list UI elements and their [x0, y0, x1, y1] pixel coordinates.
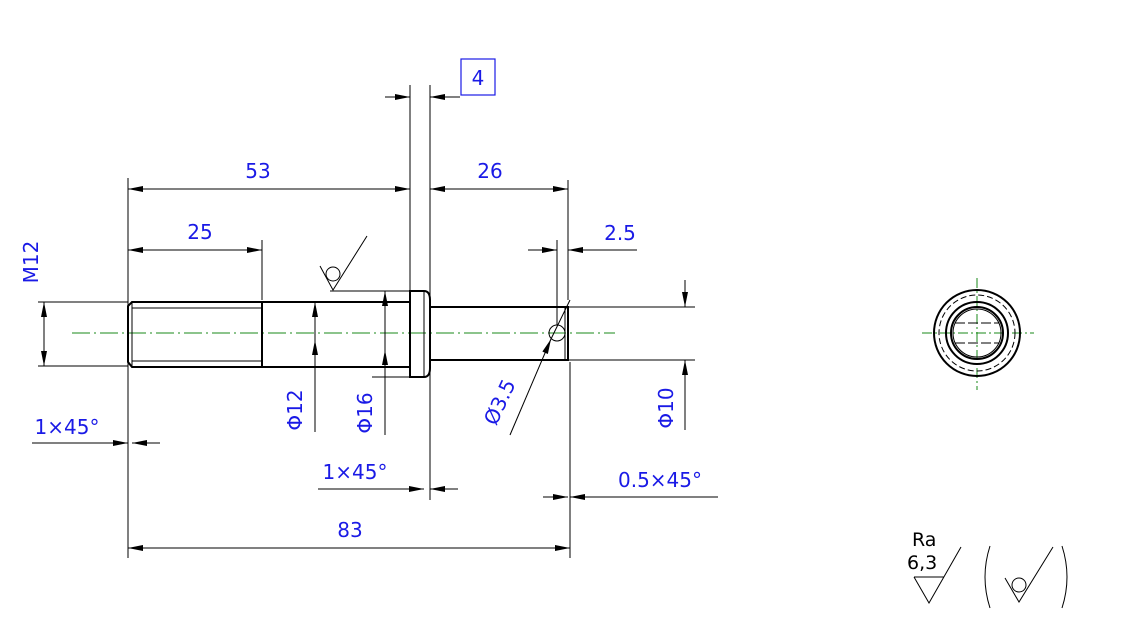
shaft-part — [127, 290, 569, 378]
dim-dia-10: Φ10 — [654, 387, 678, 428]
paren-left — [984, 545, 991, 609]
shank-section — [261, 301, 411, 368]
roughness-value: 6,3 — [907, 552, 937, 574]
dim-dia-16: Φ16 — [353, 392, 377, 433]
roughness-param: Ra — [912, 529, 936, 551]
dim-dia-3-5: Ø3.5 — [479, 375, 521, 428]
dim-dia-12: Φ12 — [283, 389, 307, 430]
pin-section — [430, 306, 569, 361]
dim-chamfer-left: 1×45° — [35, 415, 100, 439]
dim-83: 83 — [337, 518, 362, 542]
paren-right — [1061, 545, 1068, 609]
dim-4: 4 — [472, 66, 485, 90]
dim-26: 26 — [477, 159, 502, 183]
surface-finish-symbol-icon — [319, 235, 368, 291]
dim-53: 53 — [245, 159, 270, 183]
threaded-section — [127, 301, 263, 368]
roughness-note: Ra 6,3 — [907, 529, 1068, 609]
extension-lines — [38, 85, 695, 558]
dim-m12: M12 — [19, 241, 43, 284]
dim-chamfer-mid: 1×45° — [323, 460, 388, 484]
roughness-symbol-icon — [913, 546, 962, 605]
dimension-lines — [32, 94, 718, 551]
general-finish-symbol-icon — [1004, 546, 1054, 603]
dim-chamfer-right: 0.5×45° — [618, 468, 702, 492]
collar — [409, 290, 431, 378]
dim-4-box — [460, 58, 496, 96]
dim-2-5: 2.5 — [604, 221, 636, 245]
end-view — [922, 278, 1034, 390]
dim-25: 25 — [187, 220, 212, 244]
